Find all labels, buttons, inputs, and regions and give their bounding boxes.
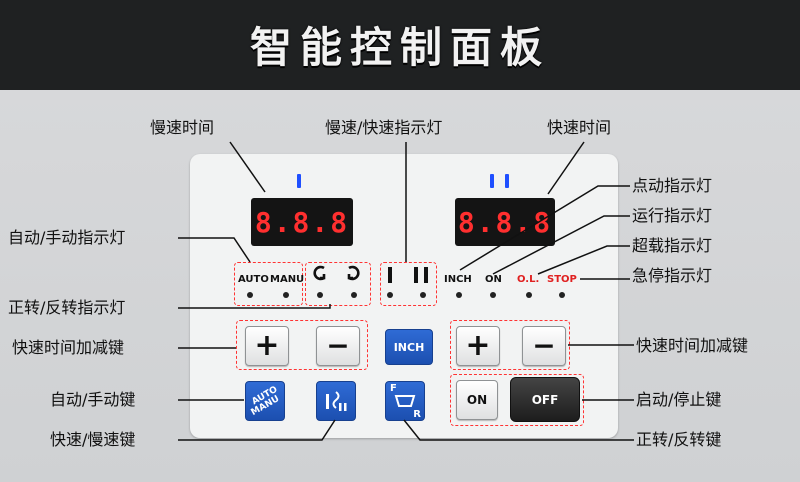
auto-indicator-dot xyxy=(247,292,253,298)
fr-r-label: R xyxy=(413,409,421,420)
fast-indicator-tick-1 xyxy=(490,174,494,188)
slow-speed-icon xyxy=(388,267,392,283)
inch-indicator-label: INCH xyxy=(444,274,472,285)
slow-time-minus-button[interactable]: − xyxy=(316,326,360,366)
fast-speed-icon xyxy=(414,267,430,283)
label-fast-time-adjust-left: 快速时间加减键 xyxy=(12,338,125,357)
page-title: 智能控制面板 xyxy=(249,23,550,72)
fast-slow-button[interactable] xyxy=(316,381,356,421)
stop-indicator-dot xyxy=(559,292,565,298)
minus-icon: − xyxy=(532,329,556,362)
inch-button-label: INCH xyxy=(393,340,425,354)
label-forward-reverse-light: 正转/反转指示灯 xyxy=(8,298,126,317)
reverse-indicator-dot xyxy=(351,292,357,298)
label-start-stop-key: 启动/停止键 xyxy=(636,390,722,409)
inch-indicator-dot xyxy=(456,292,462,298)
label-slow-time: 慢速时间 xyxy=(150,118,215,137)
ol-indicator-dot xyxy=(526,292,532,298)
label-auto-manual-light: 自动/手动指示灯 xyxy=(8,228,126,247)
forward-indicator-dot xyxy=(317,292,323,298)
label-run-light: 运行指示灯 xyxy=(632,206,713,225)
stop-indicator-label: STOP xyxy=(547,274,577,285)
manu-indicator-label: MANU xyxy=(270,274,305,285)
plus-icon: + xyxy=(254,328,280,363)
off-button[interactable]: OFF xyxy=(510,377,580,422)
inch-button[interactable]: INCH xyxy=(385,329,433,365)
speed-indicator-group xyxy=(380,262,437,306)
label-fast-time-adjust-right: 快速时间加减键 xyxy=(636,336,749,355)
fast-indicator-tick-2 xyxy=(505,174,509,188)
on-button-label: ON xyxy=(466,393,488,407)
slow-time-adjust-group xyxy=(236,320,368,370)
label-estop-light: 急停指示灯 xyxy=(632,266,713,285)
forward-reverse-icon xyxy=(394,395,416,407)
fast-time-plus-button[interactable]: + xyxy=(456,326,500,366)
label-fast-time: 快速时间 xyxy=(547,118,612,137)
manu-indicator-dot xyxy=(283,292,289,298)
label-fast-slow-key: 快速/慢速键 xyxy=(50,430,136,449)
on-indicator-label: ON xyxy=(485,274,502,285)
label-forward-reverse-key: 正转/反转键 xyxy=(636,430,722,449)
ol-indicator-label: O.L. xyxy=(517,274,540,285)
auto-indicator-label: AUTO xyxy=(238,274,269,285)
on-indicator-dot xyxy=(490,292,496,298)
fast-speed-dot xyxy=(420,292,426,298)
forward-reverse-button[interactable]: F R xyxy=(385,381,425,421)
label-slow-fast-light: 慢速/快速指示灯 xyxy=(325,118,443,137)
fast-time-minus-button[interactable]: − xyxy=(522,326,566,366)
fast-time-display: 8.8.8 xyxy=(455,198,555,246)
fast-slow-icon xyxy=(326,391,347,411)
header-bar: 智能控制面板 xyxy=(0,0,800,90)
slow-time-display: 8.8.8 xyxy=(251,198,353,246)
plus-icon: + xyxy=(465,328,491,363)
on-button[interactable]: ON xyxy=(456,380,498,420)
fr-f-label: F xyxy=(390,383,397,394)
label-auto-manual-key: 自动/手动键 xyxy=(50,390,136,409)
reverse-rotation-icon xyxy=(344,264,362,282)
forward-reverse-indicator-group xyxy=(305,262,371,306)
label-overload-light: 超载指示灯 xyxy=(632,236,713,255)
slow-speed-dot xyxy=(387,292,393,298)
off-button-label: OFF xyxy=(531,392,559,407)
slow-time-plus-button[interactable]: + xyxy=(245,326,289,366)
label-inch-light: 点动指示灯 xyxy=(632,176,713,195)
minus-icon: − xyxy=(326,329,350,362)
auto-manual-button[interactable]: AUTO MANU xyxy=(245,381,285,421)
slow-indicator-tick xyxy=(297,174,301,188)
forward-rotation-icon xyxy=(311,264,329,282)
